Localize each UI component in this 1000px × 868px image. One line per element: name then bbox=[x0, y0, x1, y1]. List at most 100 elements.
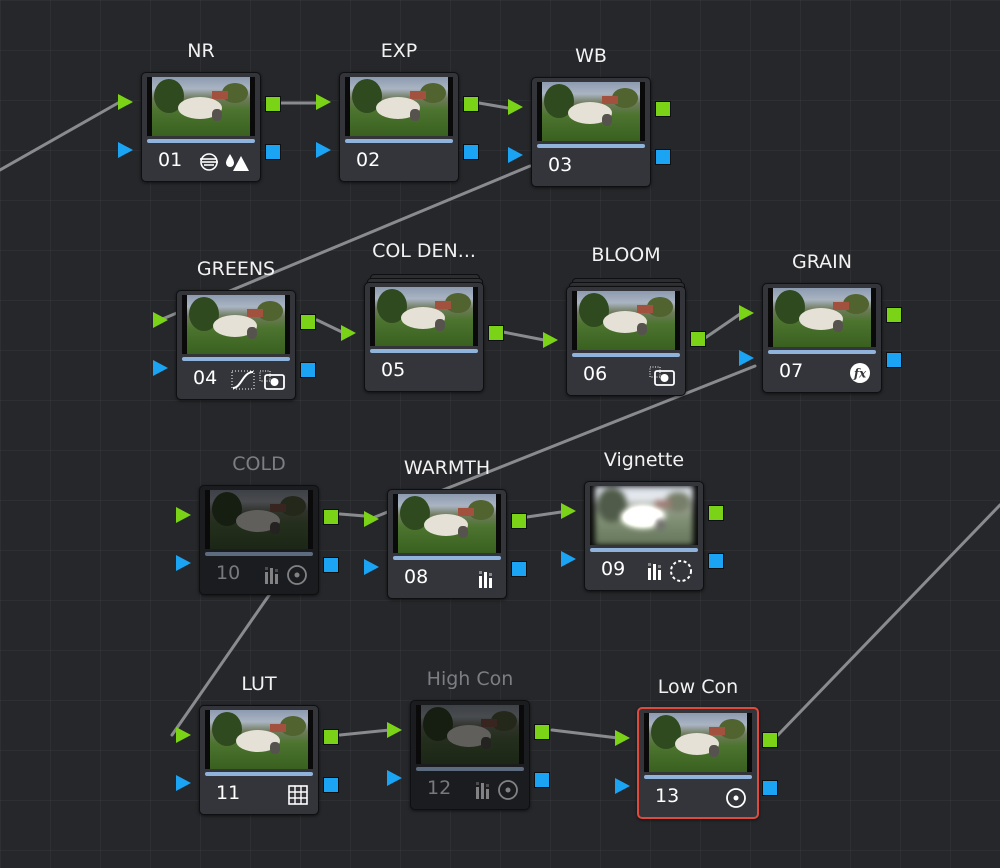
wire-02-to-03 bbox=[477, 101, 510, 110]
sheep-shape bbox=[675, 733, 719, 755]
node-11[interactable]: LUT 11 bbox=[176, 673, 339, 815]
node-body[interactable]: 09 bbox=[584, 481, 704, 591]
rgb-output-port[interactable] bbox=[511, 513, 527, 529]
rgb-output-port[interactable] bbox=[323, 509, 339, 525]
node-body[interactable]: 01 bbox=[141, 72, 261, 182]
lut-grid-icon bbox=[288, 785, 308, 805]
key-input-port[interactable] bbox=[387, 770, 402, 786]
rgb-input-port[interactable] bbox=[387, 722, 402, 738]
node-02[interactable]: EXP 02 bbox=[316, 40, 479, 182]
node-03[interactable]: WB 03 bbox=[508, 45, 671, 187]
key-input-port[interactable] bbox=[508, 147, 523, 163]
node-tool-icons bbox=[198, 151, 250, 173]
node-04[interactable]: GREENS 04 bbox=[153, 258, 316, 400]
key-output-port[interactable] bbox=[323, 557, 339, 573]
rgb-input-port[interactable] bbox=[316, 94, 331, 110]
node-body[interactable]: 04 bbox=[176, 290, 296, 400]
tree-shape bbox=[468, 500, 494, 520]
node-07[interactable]: GRAIN 07 fx bbox=[739, 251, 902, 393]
rgb-input-port[interactable] bbox=[561, 503, 576, 519]
sheep-thumbnail-image bbox=[210, 490, 308, 549]
key-input-port[interactable] bbox=[364, 559, 379, 575]
key-output-port[interactable] bbox=[300, 362, 316, 378]
rgb-output-port[interactable] bbox=[300, 314, 316, 330]
node-tool-icons bbox=[288, 784, 308, 806]
node-body[interactable]: 11 bbox=[199, 705, 319, 815]
rgb-output-port[interactable] bbox=[488, 325, 504, 341]
sheep-thumbnail-image bbox=[542, 82, 640, 141]
node-number: 01 bbox=[158, 149, 183, 171]
node-05[interactable]: COL DEN... 05 bbox=[341, 240, 504, 392]
node-bar bbox=[370, 349, 478, 353]
key-output-port[interactable] bbox=[463, 144, 479, 160]
node-bar bbox=[644, 775, 752, 779]
key-input-port[interactable] bbox=[615, 778, 630, 794]
house-shape bbox=[270, 504, 286, 512]
rgb-input-port[interactable] bbox=[364, 511, 379, 527]
rgb-input-port[interactable] bbox=[176, 727, 191, 743]
node-13[interactable]: Low Con 13 bbox=[615, 676, 778, 819]
rgb-output-port[interactable] bbox=[463, 96, 479, 112]
node-number: 07 bbox=[779, 360, 804, 382]
sheep-thumbnail-image bbox=[421, 705, 519, 764]
node-thumbnail bbox=[393, 494, 501, 553]
key-output-port[interactable] bbox=[323, 777, 339, 793]
key-output-port[interactable] bbox=[886, 352, 902, 368]
tree-shape bbox=[491, 711, 517, 731]
node-number: 06 bbox=[583, 363, 608, 385]
key-input-port[interactable] bbox=[153, 360, 168, 376]
sheep-head-shape bbox=[212, 109, 222, 121]
house-shape bbox=[637, 305, 653, 313]
key-output-port[interactable] bbox=[762, 780, 778, 796]
rgb-input-port[interactable] bbox=[739, 305, 754, 321]
node-12[interactable]: High Con 12 bbox=[387, 668, 550, 810]
node-body[interactable]: 08 bbox=[387, 489, 507, 599]
rgb-output-port[interactable] bbox=[886, 307, 902, 323]
node-06[interactable]: BLOOM 06 bbox=[543, 244, 706, 396]
rgb-output-port[interactable] bbox=[323, 729, 339, 745]
rgb-output-port[interactable] bbox=[265, 96, 281, 112]
window-icon bbox=[286, 564, 308, 586]
node-body[interactable]: 13 bbox=[637, 707, 759, 819]
rgb-output-port[interactable] bbox=[690, 331, 706, 347]
rgb-input-port[interactable] bbox=[341, 325, 356, 341]
rgb-input-port[interactable] bbox=[543, 332, 558, 348]
node-body[interactable]: 12 bbox=[410, 700, 530, 810]
node-body[interactable]: 06 bbox=[566, 286, 686, 396]
rgb-input-port[interactable] bbox=[176, 507, 191, 523]
key-input-port[interactable] bbox=[561, 551, 576, 567]
node-09[interactable]: Vignette 09 bbox=[561, 449, 724, 591]
key-output-port[interactable] bbox=[655, 149, 671, 165]
node-number: 08 bbox=[404, 566, 429, 588]
key-output-port[interactable] bbox=[708, 553, 724, 569]
key-input-port[interactable] bbox=[316, 142, 331, 158]
rgb-output-port[interactable] bbox=[655, 101, 671, 117]
tree-shape bbox=[612, 88, 638, 108]
node-label: NR bbox=[187, 40, 215, 62]
key-input-port[interactable] bbox=[176, 775, 191, 791]
node-10[interactable]: COLD 10 bbox=[176, 453, 339, 595]
rgb-output-port[interactable] bbox=[708, 505, 724, 521]
key-input-port[interactable] bbox=[739, 350, 754, 366]
sheep-head-shape bbox=[709, 745, 719, 757]
rgb-input-port[interactable] bbox=[508, 99, 523, 115]
node-08[interactable]: WARMTH 08 bbox=[364, 457, 527, 599]
key-input-port[interactable] bbox=[176, 555, 191, 571]
node-01[interactable]: NR 01 bbox=[118, 40, 281, 182]
key-input-port[interactable] bbox=[118, 142, 133, 158]
rgb-input-port[interactable] bbox=[153, 312, 168, 328]
node-body[interactable]: 05 bbox=[364, 282, 484, 392]
rgb-output-port[interactable] bbox=[762, 732, 778, 748]
key-output-port[interactable] bbox=[511, 561, 527, 577]
node-bar bbox=[537, 144, 645, 148]
node-body[interactable]: 02 bbox=[339, 72, 459, 182]
node-body[interactable]: 07 fx bbox=[762, 283, 882, 393]
node-body[interactable]: 10 bbox=[199, 485, 319, 595]
node-body[interactable]: 03 bbox=[531, 77, 651, 187]
key-output-port[interactable] bbox=[265, 144, 281, 160]
sheep-head-shape bbox=[655, 518, 665, 530]
key-output-port[interactable] bbox=[534, 772, 550, 788]
rgb-output-port[interactable] bbox=[534, 724, 550, 740]
rgb-input-port[interactable] bbox=[615, 730, 630, 746]
rgb-input-port[interactable] bbox=[118, 94, 133, 110]
